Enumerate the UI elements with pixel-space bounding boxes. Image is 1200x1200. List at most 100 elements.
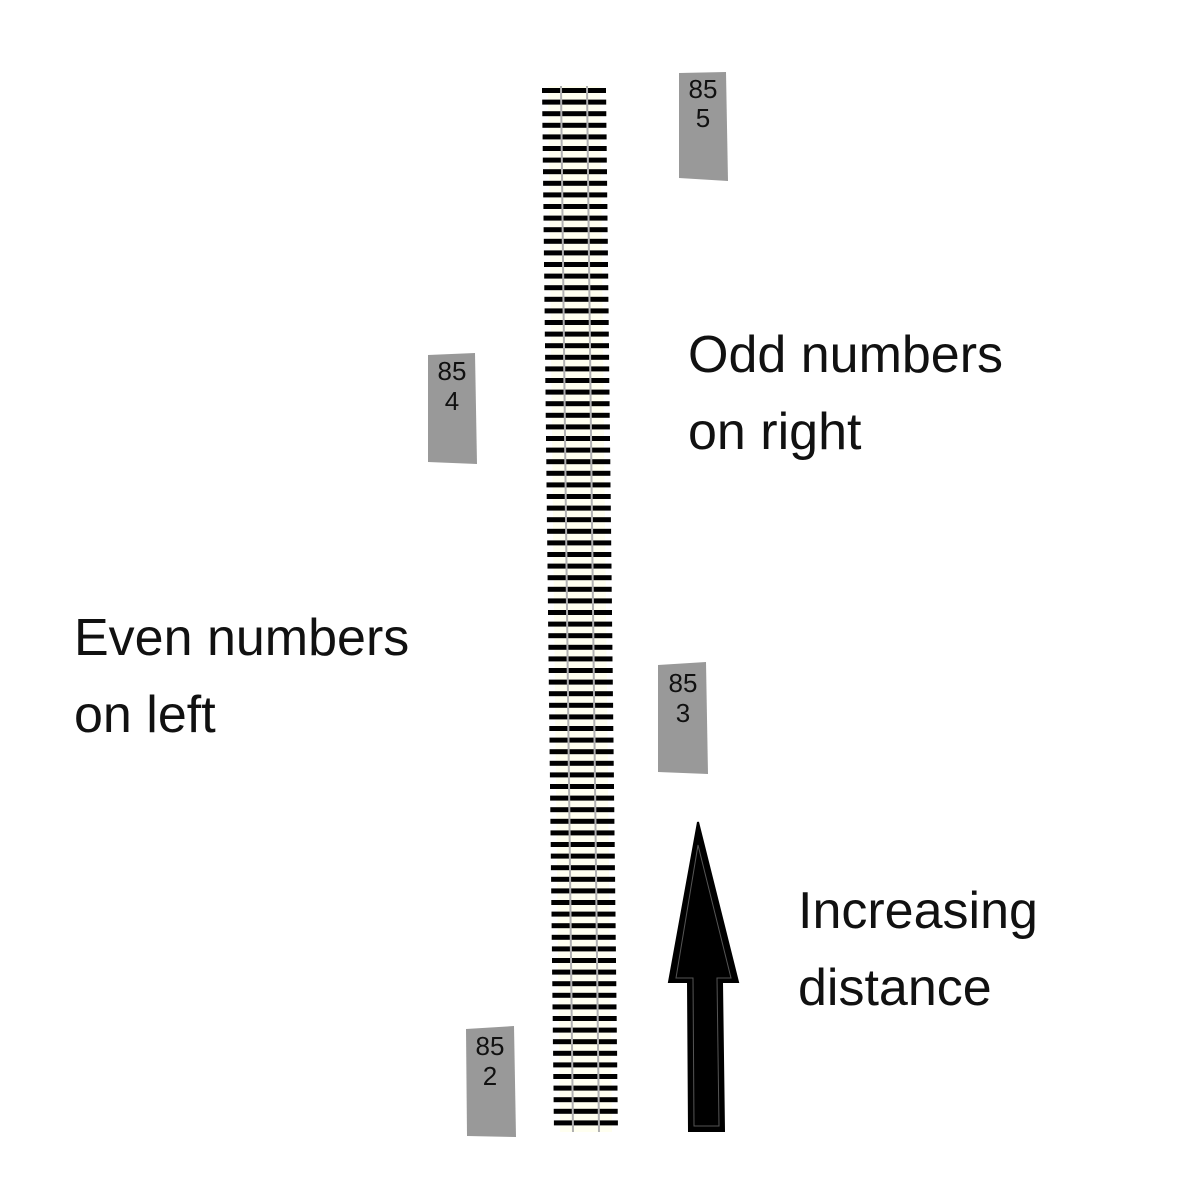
track-tie xyxy=(542,157,607,163)
track-tie xyxy=(551,946,616,952)
railway-track xyxy=(542,85,618,1133)
track-tie xyxy=(550,784,614,789)
track-tie xyxy=(553,1062,618,1068)
track-tie xyxy=(543,215,608,221)
track-tie xyxy=(553,1050,618,1056)
track-tie xyxy=(550,830,615,836)
track-tie xyxy=(546,459,611,465)
marker-post-85-4: 85 4 xyxy=(428,353,477,464)
even-numbers-label-line1: Even numbers xyxy=(74,609,409,667)
track-tie xyxy=(546,494,611,499)
track-tie xyxy=(551,911,616,917)
track-tie xyxy=(543,250,608,256)
track-tie xyxy=(546,482,611,488)
track-tie xyxy=(545,354,610,360)
track-tie xyxy=(553,1108,618,1114)
track-tie xyxy=(545,412,610,418)
track-tie xyxy=(552,1027,617,1033)
marker-bottom-number: 3 xyxy=(676,698,690,728)
track-tie xyxy=(543,169,607,175)
track-tie xyxy=(549,760,614,766)
track-tie xyxy=(553,1120,618,1126)
track-tie xyxy=(549,749,614,755)
track-tie xyxy=(543,204,608,209)
track-tie xyxy=(552,1004,617,1010)
marker-post-body xyxy=(658,662,708,774)
track-tie xyxy=(542,146,607,151)
track-tie xyxy=(545,401,610,407)
track-tie xyxy=(545,424,610,430)
track-tie xyxy=(546,447,611,453)
track-tie xyxy=(553,1097,618,1103)
track-tie xyxy=(544,273,609,279)
track-tie xyxy=(548,668,613,673)
marker-bottom-number: 5 xyxy=(696,103,710,133)
track-tie xyxy=(551,923,616,929)
increasing-distance-label-line1: Increasing xyxy=(798,882,1038,940)
track-tie xyxy=(545,343,609,349)
track-tie xyxy=(548,656,613,662)
track-tie xyxy=(547,563,612,569)
track-tie xyxy=(550,795,615,801)
track-tie xyxy=(547,540,612,546)
track-tie xyxy=(552,969,617,975)
marker-bottom-number: 2 xyxy=(483,1061,497,1091)
right-rail xyxy=(586,85,600,1133)
even-numbers-label-line2: on left xyxy=(74,686,216,744)
odd-numbers-label-line2: on right xyxy=(688,403,862,461)
track-tie xyxy=(551,900,616,905)
marker-top-number: 85 xyxy=(438,356,467,386)
track-tie xyxy=(545,378,610,383)
track-tie xyxy=(544,308,609,314)
track-tie xyxy=(551,876,616,882)
track-tie xyxy=(550,842,615,847)
track-tie xyxy=(553,1085,618,1091)
increasing-distance-label-line2: distance xyxy=(798,959,992,1017)
track-tie xyxy=(552,992,617,998)
up-arrow-icon xyxy=(667,821,740,1132)
track-tie xyxy=(547,586,612,592)
track-tie xyxy=(547,528,612,534)
track-tie xyxy=(542,99,607,105)
track-tie xyxy=(552,1016,617,1021)
track-tie xyxy=(548,644,613,650)
track-tie xyxy=(551,888,616,894)
marker-post-body xyxy=(428,353,477,464)
track-tie xyxy=(542,111,607,117)
marker-post-body xyxy=(679,72,728,181)
track-tie xyxy=(547,552,612,557)
track-tie xyxy=(552,958,616,963)
track-tie xyxy=(549,737,614,743)
track-tie xyxy=(548,633,613,639)
track-tie xyxy=(546,436,610,441)
track-tie xyxy=(550,818,615,824)
track-tie xyxy=(544,262,608,267)
track-tie xyxy=(547,598,612,604)
marker-top-number: 85 xyxy=(669,668,698,698)
track-tie xyxy=(544,320,609,325)
track-tie xyxy=(551,934,616,940)
track-tie xyxy=(548,679,613,685)
track-tie xyxy=(543,227,608,233)
track-tie xyxy=(550,853,615,859)
track-tie xyxy=(553,1074,618,1079)
track-tie xyxy=(549,726,614,731)
track-tie xyxy=(543,238,608,244)
marker-top-number: 85 xyxy=(689,74,718,104)
track-tie xyxy=(550,865,615,871)
track-tie xyxy=(544,296,609,302)
track-tie xyxy=(544,331,609,337)
marker-post-85-2: 85 2 xyxy=(466,1026,516,1137)
track-tie xyxy=(547,575,612,581)
track-tie xyxy=(544,285,609,291)
track-tie xyxy=(543,180,608,186)
track-tie xyxy=(548,691,613,697)
track-tie xyxy=(542,134,607,140)
marker-post-85-3: 85 3 xyxy=(658,662,708,774)
marker-post-85-5: 85 5 xyxy=(679,72,728,181)
track-tie xyxy=(552,1039,617,1045)
track-tie xyxy=(545,389,610,395)
track-tie xyxy=(546,517,611,523)
left-rail xyxy=(560,85,574,1133)
